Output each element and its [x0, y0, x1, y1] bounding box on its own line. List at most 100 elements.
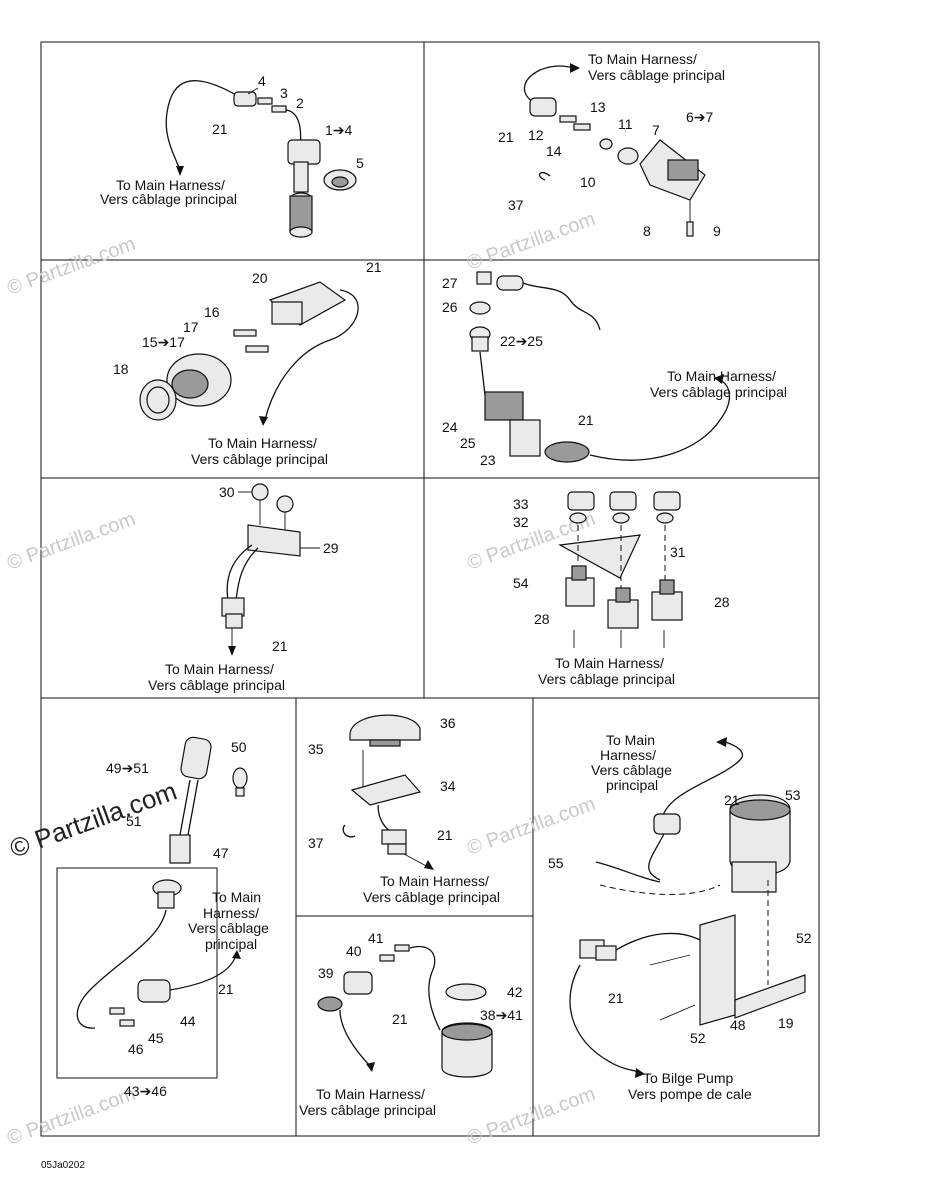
callout-33: 33: [513, 496, 529, 512]
callout-21: 21: [366, 259, 382, 275]
callout-9: 9: [713, 223, 721, 239]
harness-label-line4: principal: [606, 777, 658, 793]
callout-10: 10: [580, 174, 596, 190]
harness-label-line1: To Main Harness/: [116, 177, 225, 193]
callout-1-4: 1➔4: [325, 122, 353, 138]
harness-label-line4: principal: [205, 936, 257, 952]
callout-51: 51: [126, 813, 142, 829]
panel-9-horn: 41 40 39 42 38➔41 21 To Main Harness/ Ve…: [299, 930, 523, 1118]
callout-12: 12: [528, 127, 544, 143]
callout-31: 31: [670, 544, 686, 560]
callout-21: 21: [392, 1011, 408, 1027]
callout-21: 21: [437, 827, 453, 843]
harness-label-line2: Vers câblage principal: [299, 1102, 436, 1118]
harness-label-line1: To Main Harness/: [555, 655, 664, 671]
callout-22-25: 22➔25: [500, 333, 543, 349]
harness-label-line1: To Main Harness/: [588, 51, 697, 67]
callout-6-7: 6➔7: [686, 109, 714, 125]
panel-3-connector: 20 21 16 17 15➔17 18 To Main Harness/ Ve…: [113, 259, 382, 467]
harness-label-line2: Vers câblage principal: [650, 384, 787, 400]
callout-21: 21: [498, 129, 514, 145]
harness-label-line1: To Main Harness/: [667, 368, 776, 384]
watermark-text: © Partzilla.com: [464, 208, 598, 275]
callout-4: 4: [258, 73, 266, 89]
harness-label-line1: To Main Harness/: [208, 435, 317, 451]
panel-2-switch: To Main Harness/ Vers câblage principal …: [498, 51, 725, 239]
callout-46: 46: [128, 1041, 144, 1057]
watermark-text: © Partzilla.com: [464, 793, 598, 860]
callout-17: 17: [183, 319, 199, 335]
callout-36: 36: [440, 715, 456, 731]
watermark-text: © Partzilla.com: [4, 233, 138, 300]
callout-29: 29: [323, 540, 339, 556]
callout-52: 52: [690, 1030, 706, 1046]
harness-label-line2: Harness/: [600, 747, 656, 763]
callout-23: 23: [480, 452, 496, 468]
harness-label-line3: Vers câblage: [188, 920, 269, 936]
panel-7-nav-light: 50 49➔51 51 47 21 44 45 46 43➔46 To Main…: [56, 736, 269, 1099]
callout-13: 13: [590, 99, 606, 115]
callout-41: 41: [368, 930, 384, 946]
callout-21: 21: [272, 638, 288, 654]
callout-5: 5: [356, 155, 364, 171]
callout-7: 7: [652, 122, 660, 138]
bilge-label-line2: Vers pompe de cale: [628, 1086, 752, 1102]
callout-32: 32: [513, 514, 529, 530]
callout-27: 27: [442, 275, 458, 291]
callout-21: 21: [724, 792, 740, 808]
callout-21: 21: [578, 412, 594, 428]
callout-42: 42: [507, 984, 523, 1000]
callout-39: 39: [318, 965, 334, 981]
callout-2: 2: [296, 95, 304, 111]
harness-label-line1: To Main Harness/: [165, 661, 274, 677]
callout-43-46: 43➔46: [124, 1083, 167, 1099]
callout-28: 28: [534, 611, 550, 627]
watermark-text: © Partzilla.com: [464, 1083, 598, 1150]
harness-label-line1: To Main Harness/: [316, 1086, 425, 1102]
callout-54: 54: [513, 575, 529, 591]
panel-8-stern-light: 36 35 34 37 21 To Main Harness/ Vers câb…: [308, 714, 500, 905]
callout-49-51: 49➔51: [106, 760, 149, 776]
callout-21: 21: [218, 981, 234, 997]
callout-45: 45: [148, 1030, 164, 1046]
harness-label-line2: Vers câblage principal: [363, 889, 500, 905]
callout-55: 55: [548, 855, 564, 871]
panel-5-indicator: 30 29 21 To Main Harness/ Vers câblage p…: [148, 483, 339, 693]
harness-label-line1: To Main Harness/: [380, 873, 489, 889]
panel-4-lanyard: 27 26 22➔25 24 25 23 21 To Main Harness/…: [442, 271, 787, 468]
callout-21: 21: [212, 121, 228, 137]
harness-label-line2: Vers câblage principal: [148, 677, 285, 693]
callout-38-41: 38➔41: [480, 1007, 523, 1023]
harness-label-line2: Vers câblage principal: [588, 67, 725, 83]
watermark-text: © Partzilla.com: [4, 1083, 138, 1150]
callout-52: 52: [796, 930, 812, 946]
harness-label-line2: Vers câblage principal: [100, 191, 237, 207]
callout-48: 48: [730, 1017, 746, 1033]
callout-44: 44: [180, 1013, 196, 1029]
callout-40: 40: [346, 943, 362, 959]
bilge-label-line1: To Bilge Pump: [643, 1070, 733, 1086]
panel-grid: [40, 41, 820, 1137]
callout-8: 8: [643, 223, 651, 239]
harness-label-line1: To Main: [212, 889, 261, 905]
callout-19: 19: [778, 1015, 794, 1031]
callout-50: 50: [231, 739, 247, 755]
harness-label-line2: Vers câblage principal: [191, 451, 328, 467]
callout-34: 34: [440, 778, 456, 794]
drawing-code: 05Ja0202: [41, 1160, 85, 1171]
callout-15-17: 15➔17: [142, 334, 185, 350]
harness-label-line1: To Main: [606, 732, 655, 748]
watermark-text: © Partzilla.com: [4, 508, 138, 575]
panel-6-rotary-switches: 33 32 31 54 28 28 To Main Harness/ Vers …: [513, 491, 730, 687]
callout-11: 11: [618, 116, 633, 132]
callout-20: 20: [252, 270, 268, 286]
callout-53: 53: [785, 787, 801, 803]
callout-30: 30: [219, 484, 235, 500]
panel-10-bilge-pump: 53 21 55 52 52 48 19 21 To Main Harness/…: [548, 732, 812, 1102]
callout-3: 3: [280, 85, 288, 101]
harness-label-line2: Harness/: [203, 905, 259, 921]
callout-37: 37: [308, 835, 324, 851]
harness-label-line2: Vers câblage principal: [538, 671, 675, 687]
callout-26: 26: [442, 299, 458, 315]
